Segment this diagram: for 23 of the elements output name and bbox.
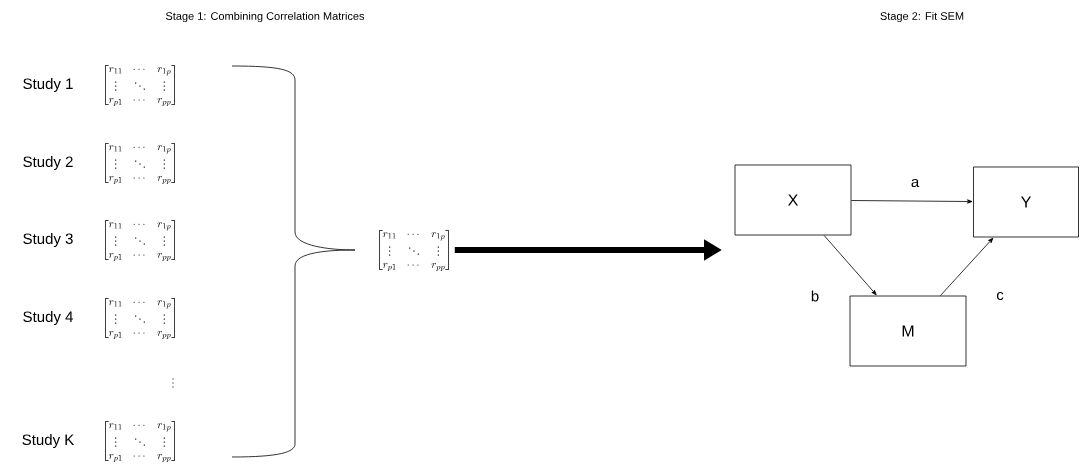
heading: Stage 2: Fit SEM: [880, 11, 964, 23]
ellipsis: $\vdots$: [172, 378, 174, 388]
matrix: $\begin{bmatrix} r_{11} & \cdots & r_{1p} \\ \vdots & \ddots & \vdots \\ r_{p1} & \cdots & r_{pp} \end{bmatrix}$: [105, 421, 175, 462]
heading: Stage 1: Combining Correlation Matrices: [165, 11, 365, 23]
study-label: Study 3: [23, 233, 73, 247]
study-label: Study 4: [23, 311, 73, 325]
matrix: $\begin{bmatrix} r_{11} & \cdots & r_{1p} \\ \vdots & \ddots & \vdots \\ r_{p1} & \cdots & r_{pp} \end{bmatrix}$: [105, 143, 175, 184]
variable-box: Y: [973, 166, 1079, 238]
matrix: $\begin{bmatrix} r_{11} & \cdots & r_{1p} \\ \vdots & \ddots & \vdots \\ r_{p1} & \cdots & r_{pp} \end{bmatrix}$: [105, 298, 175, 339]
combined-matrix: $\begin{bmatrix} r_{11} & \cdots & r_{1p} \\ \vdots & \ddots & \vdots \\ r_{p1} & \cdots & r_{pp} \end{bmatrix}$: [379, 230, 449, 271]
variable-box: X: [734, 164, 852, 236]
edge-label: a: [909, 177, 921, 189]
matrix: $\begin{bmatrix} r_{11} & \cdots & r_{1p} \\ \vdots & \ddots & \vdots \\ r_{p1} & \cdots & r_{pp} \end{bmatrix}$: [105, 65, 175, 106]
arrow: [851, 199, 973, 204]
study-label: Study 2: [23, 156, 73, 170]
variable-box: M: [849, 295, 967, 367]
edge-label: c: [995, 290, 1005, 302]
matrix: $\begin{bmatrix} r_{11} & \cdots & r_{1p} \\ \vdots & \ddots & \vdots \\ r_{p1} & \cdots & r_{pp} \end{bmatrix}$: [105, 220, 175, 261]
edge-label: b: [809, 289, 821, 303]
study-label: Study K: [22, 434, 75, 448]
arrow: [823, 235, 877, 296]
arrow: [940, 237, 994, 296]
study-label: Study 1: [23, 78, 73, 92]
